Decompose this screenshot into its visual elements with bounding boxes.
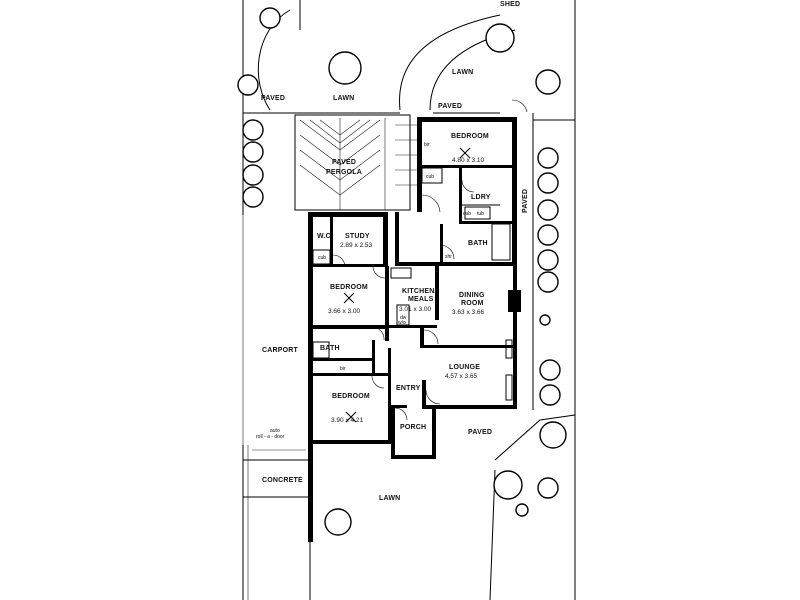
- kitchen-label: KITCHEN/: [402, 288, 437, 295]
- roll-a-door-label: roll - a - door: [256, 434, 285, 440]
- bedroom-mid-size: 3.66 x 3.00: [328, 308, 361, 315]
- lounge-size: 4.57 x 3.65: [445, 373, 478, 380]
- trees: [237, 7, 567, 536]
- bir-top-label: bir: [424, 142, 430, 148]
- bedroom-top-label: BEDROOM: [451, 133, 489, 140]
- paved-top-left-label: PAVED: [261, 95, 285, 102]
- paved-pergola-label: PAVED: [332, 159, 356, 166]
- pergola-paving: [294, 114, 420, 211]
- shed-label: SHED: [500, 1, 520, 8]
- carport-label: CARPORT: [262, 347, 299, 354]
- study-size: 2.89 x 2.53: [340, 242, 373, 249]
- paved-right-label: PAVED: [522, 189, 529, 213]
- kitchen-size: 3.01 x 3.00: [399, 306, 432, 313]
- wc-label: W.C.: [317, 233, 333, 240]
- shr-top-label: shr: [445, 254, 452, 260]
- ceiling-fan-icons: [343, 147, 471, 423]
- meals-label: MEALS: [408, 296, 434, 303]
- paved-bottom-label: PAVED: [468, 429, 492, 436]
- room-label: ROOM: [461, 300, 484, 307]
- paved-top-center-label: PAVED: [438, 103, 462, 110]
- bedroom-top-size: 4.80 x 3.10: [452, 157, 485, 164]
- auto-door-label: auto: [270, 428, 280, 434]
- pergola-label: PERGOLA: [326, 169, 362, 176]
- lawn-top-right-label: LAWN: [452, 69, 473, 76]
- bedroom-mid-label: BEDROOM: [330, 284, 368, 291]
- bir-left-label: bir: [340, 366, 346, 372]
- bedroom-bottom-label: BEDROOM: [332, 393, 370, 400]
- cub-top-label: cub: [426, 174, 434, 180]
- house-walls: [308, 117, 521, 542]
- porch-label: PORCH: [400, 424, 426, 431]
- dining-label: DINING: [459, 292, 485, 299]
- bath-left-label: BATH: [320, 345, 340, 352]
- bedroom-bottom-size: 3.90 x 4.21: [331, 417, 364, 424]
- lawn-bottom-label: LAWN: [379, 495, 400, 502]
- tub-label: tub: [477, 211, 484, 217]
- entry-label: ENTRY: [396, 385, 421, 392]
- cub-ldry-label: cub: [463, 211, 471, 217]
- bath-top-label: BATH: [468, 240, 488, 247]
- dw-label: dw: [400, 315, 407, 321]
- doors: [332, 99, 528, 421]
- cub-wc-label: cub: [318, 255, 326, 261]
- lawn-top-left-label: LAWN: [333, 95, 354, 102]
- concrete-label: CONCRETE: [262, 477, 303, 484]
- study-label: STUDY: [345, 233, 370, 240]
- wo-label: w/o: [398, 320, 406, 326]
- dining-size: 3.63 x 3.66: [452, 309, 485, 316]
- ldry-label: LDRY: [471, 194, 491, 201]
- lounge-label: LOUNGE: [449, 364, 480, 371]
